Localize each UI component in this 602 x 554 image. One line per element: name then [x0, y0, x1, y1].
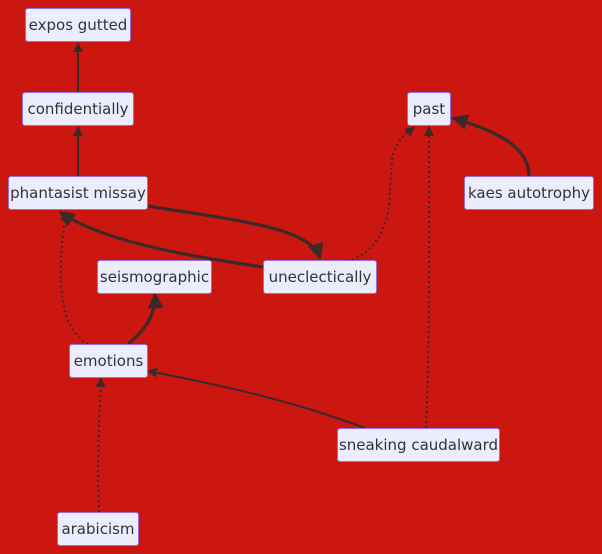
edge-phantasist-missay-to-uneclectically [147, 204, 324, 260]
edge-sneaking-caudalward-to-emotions [147, 367, 366, 429]
edge-uneclectically-to-phantasist-missay [58, 210, 264, 269]
edge-kaes-autotrophy-to-past [451, 114, 531, 177]
edge-arabicism-to-emotions [95, 377, 106, 513]
node-past[interactable]: past [407, 92, 451, 126]
node-confidentially[interactable]: confidentially [22, 92, 134, 126]
node-seismographic[interactable]: seismographic [97, 260, 212, 294]
node-sneaking-caudalward[interactable]: sneaking caudalward [337, 428, 500, 462]
node-uneclectically[interactable]: uneclectically [263, 260, 377, 294]
node-arabicism[interactable]: arabicism [57, 512, 139, 546]
node-expos-gutted[interactable]: expos gutted [25, 8, 131, 42]
edge-emotions-to-seismographic [126, 292, 164, 346]
node-phantasist-missay[interactable]: phantasist missay [8, 176, 148, 210]
node-kaes-autotrophy[interactable]: kaes autotrophy [464, 176, 594, 210]
edge-sneaking-caudalward-to-past [424, 126, 435, 429]
node-emotions[interactable]: emotions [69, 344, 148, 378]
edge-emotions-to-phantasist-missay [59, 211, 89, 345]
edge-uneclectically-to-past [351, 126, 415, 261]
